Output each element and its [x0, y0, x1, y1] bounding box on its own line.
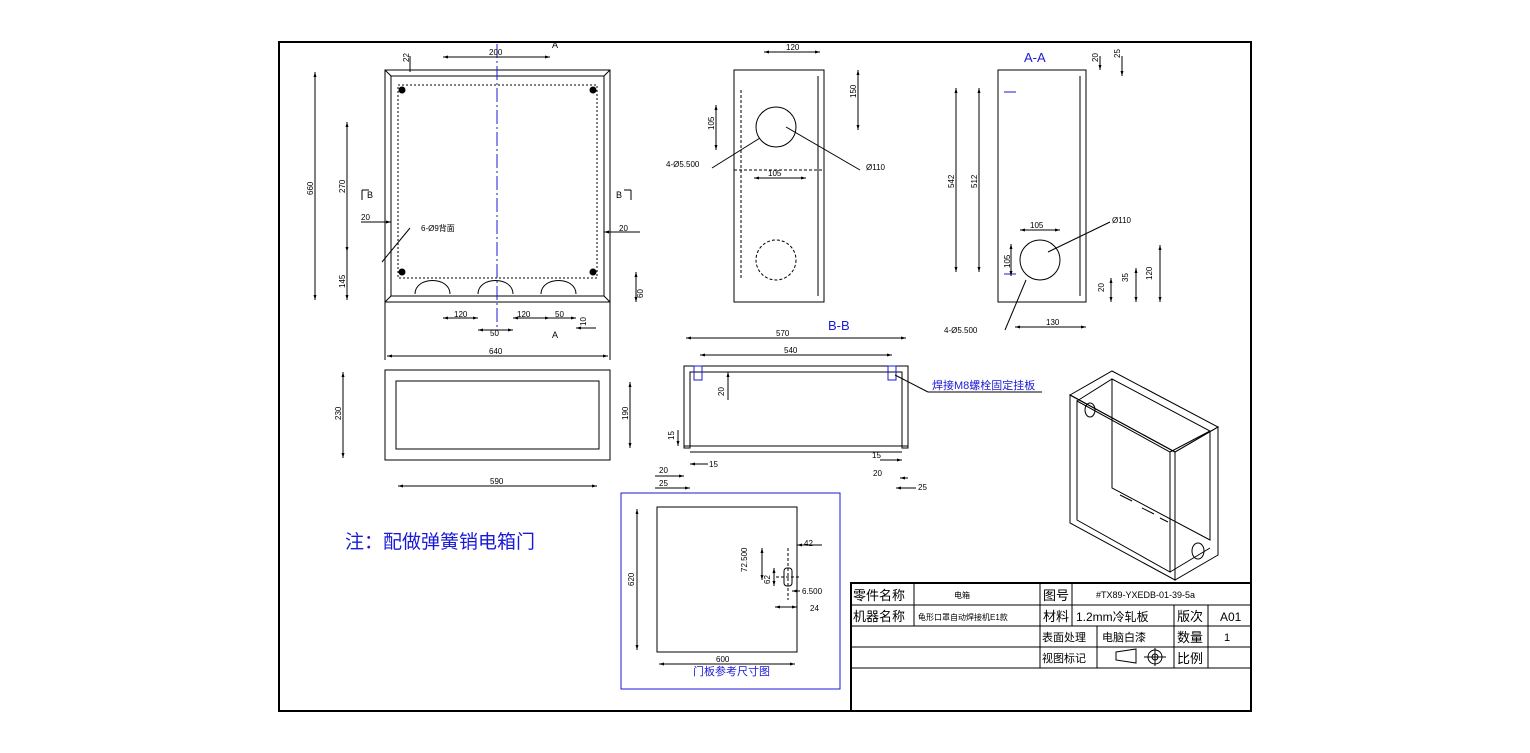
- dim-145: 145: [338, 274, 347, 288]
- dim-bb-570: 570: [776, 329, 790, 338]
- dim-10: 10: [579, 317, 588, 326]
- tb-machine-name-value: 龟形口罩自动焊接机E1款: [918, 612, 1008, 622]
- tb-view-mark-label: 视图标记: [1042, 651, 1086, 665]
- main-note: 注：配做弹簧销电箱门: [345, 531, 535, 553]
- tb-surface-label: 表面处理: [1042, 630, 1086, 644]
- dim-aa-105v: 105: [1003, 254, 1012, 268]
- dim-bb-25c: 25: [918, 483, 927, 492]
- front-view-labels: 22 200 660 270 145 20 20 60 120 50 120 5…: [306, 40, 645, 356]
- dim-bb-15b: 15: [709, 460, 718, 469]
- dim-20-left: 20: [361, 213, 370, 222]
- tb-revision-value: A01: [1220, 610, 1242, 624]
- door-view: [620, 492, 841, 690]
- view-bb-title: B-B: [828, 318, 850, 333]
- dim-bb-15c: 15: [872, 451, 881, 460]
- dim-120-b: 120: [517, 310, 531, 319]
- dim-bb-540: 540: [784, 346, 798, 355]
- dim-20-right: 20: [619, 224, 628, 233]
- section-bb: [655, 336, 1042, 490]
- dim-door-620: 620: [627, 572, 636, 586]
- title-block: [850, 582, 1252, 712]
- dim-door-62: 62: [763, 575, 772, 584]
- tb-scale-label: 比例: [1177, 651, 1203, 666]
- dim-50-a: 50: [490, 329, 499, 338]
- isometric-view: [1068, 370, 1220, 581]
- door-ref-title: 门板参考尺寸图: [693, 664, 770, 678]
- tb-surface-value: 电脑白漆: [1102, 630, 1146, 644]
- dim-270: 270: [338, 179, 347, 193]
- tb-drawing-no-label: 图号: [1043, 588, 1069, 603]
- dim-door-6: 6.500: [802, 587, 823, 596]
- tb-machine-name-label: 机器名称: [853, 609, 905, 624]
- section-aa-labels: A-A 20 25 542 512 105 105 35 120 20 130 …: [944, 49, 1154, 335]
- top-view-labels: 230 190 590: [334, 406, 630, 486]
- side-view: [711, 50, 861, 303]
- tb-material-label: 材料: [1043, 609, 1069, 624]
- title-block-text: 零件名称 电箱 图号 #TX89-YXEDB-01-39-5a 机器名称 龟形口…: [853, 588, 1242, 666]
- front-view: [313, 44, 640, 360]
- dim-660: 660: [306, 181, 315, 195]
- section-b-left: B: [367, 190, 373, 200]
- dim-door-42: 42: [804, 539, 813, 548]
- tb-quantity-value: 1: [1224, 632, 1230, 644]
- dim-640: 640: [489, 347, 503, 356]
- weld-note: 焊接M8螺栓固定挂板: [932, 378, 1035, 392]
- dim-side-105v: 105: [707, 116, 716, 130]
- tb-part-name-value: 电箱: [954, 590, 970, 600]
- dim-50-b: 50: [555, 310, 564, 319]
- section-b-right: B: [616, 190, 622, 200]
- dim-aa-35: 35: [1121, 273, 1130, 282]
- dim-bb-20: 20: [717, 387, 726, 396]
- side-view-labels: 120 150 105 105 4-Ø5.500 Ø110: [666, 43, 886, 178]
- callout-knock-side: Ø110: [866, 163, 886, 172]
- tb-quantity-label: 数量: [1177, 630, 1203, 645]
- section-aa: [954, 56, 1162, 331]
- dim-aa-120: 120: [1145, 266, 1154, 280]
- tb-revision-label: 版次: [1177, 609, 1203, 624]
- callout-knock-aa: Ø110: [1112, 216, 1132, 225]
- dim-aa-20: 20: [1091, 53, 1100, 62]
- dim-200: 200: [489, 48, 503, 57]
- dim-door-72: 72.500: [740, 547, 749, 572]
- dim-side-120: 120: [786, 43, 800, 52]
- dim-bb-15a: 15: [667, 431, 676, 440]
- top-view: [341, 369, 632, 488]
- dim-bb-25a: 25: [659, 479, 668, 488]
- callout-holes-front: 6-Ø9背面: [421, 223, 455, 233]
- dim-230: 230: [334, 406, 343, 420]
- dim-aa-542: 542: [947, 174, 956, 188]
- sheet-border: [278, 41, 1252, 712]
- dim-aa-20b: 20: [1097, 283, 1106, 292]
- door-view-labels: 42 72.500 62 6.500 24 620 600 门板参考尺寸图: [627, 539, 823, 678]
- dim-bb-20a: 20: [659, 466, 668, 475]
- dim-side-105h: 105: [768, 169, 782, 178]
- dim-aa-130: 130: [1046, 318, 1060, 327]
- dim-590: 590: [490, 477, 504, 486]
- section-bb-labels: B-B 570 540 20 15 20 15 25 15 20 25 焊接M8…: [659, 318, 1035, 492]
- dim-aa-25: 25: [1113, 49, 1122, 58]
- dim-door-24: 24: [810, 604, 819, 613]
- dim-aa-105h: 105: [1030, 221, 1044, 230]
- dim-120-a: 120: [454, 310, 468, 319]
- dim-side-150: 150: [849, 84, 858, 98]
- dim-aa-512: 512: [970, 174, 979, 188]
- callout-holes-side: 4-Ø5.500: [666, 160, 700, 169]
- dim-bb-20c: 20: [873, 469, 882, 478]
- view-aa-title: A-A: [1024, 50, 1046, 65]
- section-a-top: A: [552, 40, 558, 50]
- section-a-bottom: A: [552, 330, 558, 340]
- tb-drawing-no-value: #TX89-YXEDB-01-39-5a: [1096, 590, 1195, 600]
- tb-part-name-label: 零件名称: [853, 588, 905, 603]
- callout-holes-aa: 4-Ø5.500: [944, 326, 978, 335]
- dim-190: 190: [621, 406, 630, 420]
- dim-22: 22: [402, 53, 411, 62]
- dim-60: 60: [636, 289, 645, 298]
- tb-material-value: 1.2mm冷轧板: [1076, 610, 1149, 624]
- dim-door-600: 600: [716, 655, 730, 664]
